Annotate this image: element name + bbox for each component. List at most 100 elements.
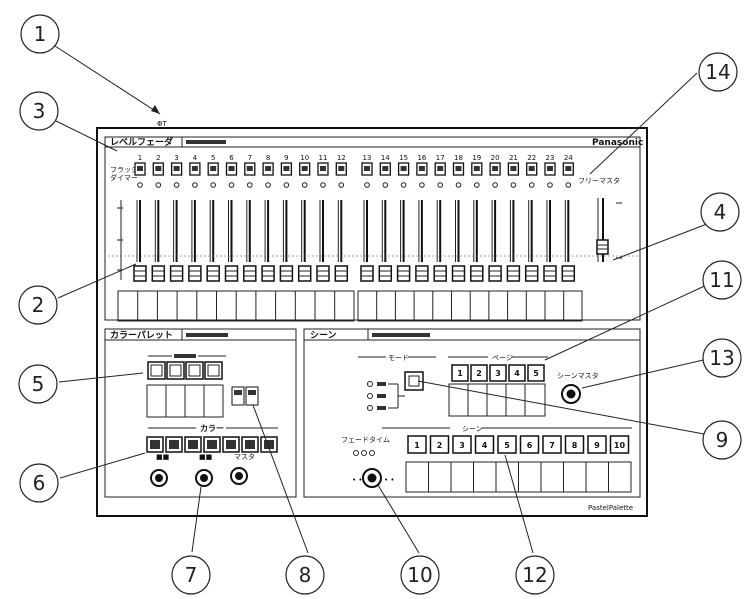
leader-lines: [54, 45, 713, 554]
page-label-boxes: [448, 383, 546, 417]
fader-knob[interactable]: [224, 265, 239, 282]
svg-text:5: 5: [32, 372, 45, 396]
channel-led: [382, 182, 389, 188]
page-button-2[interactable]: 2: [470, 364, 488, 382]
fader-knob[interactable]: [524, 265, 539, 282]
page-button-1[interactable]: 1: [451, 364, 469, 382]
scene-button-5[interactable]: 5: [497, 435, 517, 454]
svg-text:1: 1: [457, 369, 463, 378]
scene-button-4[interactable]: 4: [474, 435, 495, 454]
channel-number: 21: [509, 154, 518, 162]
callout-7: 7: [171, 555, 211, 595]
top-left-label: ΦT: [157, 120, 168, 128]
scene-section: [303, 328, 641, 498]
svg-text:8: 8: [299, 563, 312, 587]
svg-text:• •: • •: [384, 476, 394, 484]
channel-led: [419, 182, 425, 188]
fader-knob[interactable]: [261, 265, 275, 282]
channel-number: 9: [284, 154, 288, 162]
svg-text:• •: • •: [352, 476, 362, 484]
fader-knob[interactable]: [334, 265, 349, 282]
scene-title: シーン: [310, 330, 337, 341]
fader-knob[interactable]: [396, 265, 411, 282]
fader-knob[interactable]: [206, 265, 220, 282]
channel-number: 13: [363, 154, 372, 162]
color-label: カラー: [200, 424, 224, 433]
channel-led: [247, 182, 253, 188]
fader-knob[interactable]: [133, 265, 147, 282]
channel-number: 6: [229, 154, 234, 162]
svg-text:9: 9: [594, 441, 600, 450]
channel-number: 15: [399, 154, 408, 162]
fader-knob[interactable]: [451, 265, 466, 282]
fader-knob[interactable]: [297, 265, 312, 282]
fader-knob[interactable]: [543, 265, 557, 282]
channel-led: [265, 182, 271, 188]
channel-number: 4: [193, 154, 198, 162]
scene-button-2[interactable]: 2: [429, 435, 450, 454]
svg-text:2: 2: [476, 369, 482, 378]
svg-text:3: 3: [495, 369, 501, 378]
palette-button[interactable]: [147, 361, 166, 380]
svg-text:8: 8: [572, 441, 578, 450]
fader-knob[interactable]: [316, 265, 330, 282]
svg-text:7: 7: [185, 563, 198, 587]
fader-knob[interactable]: [378, 265, 393, 282]
palette-memory-buttons: [147, 361, 223, 380]
free-master-label: フリーマスタ: [578, 176, 620, 185]
scene-button-6[interactable]: 6: [519, 435, 540, 454]
fader-knob[interactable]: [561, 265, 576, 282]
scene-button-1[interactable]: 1: [407, 435, 427, 454]
fader-knob[interactable]: [470, 265, 484, 282]
channel-number: 19: [472, 154, 481, 162]
fader-knob[interactable]: [243, 265, 257, 282]
fader-knob[interactable]: [188, 265, 202, 282]
channel-led: [528, 182, 535, 188]
fade-time-knob-group: • • • •: [352, 468, 394, 488]
scene-button-10[interactable]: 10: [609, 435, 630, 454]
palette-label-boxes: [146, 384, 224, 418]
channel-led: [338, 182, 345, 188]
scene-button-9[interactable]: 9: [587, 435, 607, 454]
channel-led: [210, 182, 216, 188]
scene-button-8[interactable]: 8: [564, 435, 585, 454]
fader-knob[interactable]: [433, 265, 447, 282]
fader-channel-20: 20: [488, 154, 502, 282]
fader-channel-9: 9: [279, 154, 294, 282]
channel-led: [137, 182, 143, 188]
channel-number: 2: [156, 154, 160, 162]
channel-led: [510, 182, 517, 188]
palette-button[interactable]: [185, 361, 204, 380]
svg-text:1: 1: [414, 441, 420, 450]
fader-channel-5: 5: [206, 154, 220, 282]
page-button-4[interactable]: 4: [508, 364, 526, 382]
svg-text:11: 11: [709, 268, 734, 292]
scene-button-3[interactable]: 3: [452, 435, 472, 454]
fader-knob[interactable]: [360, 265, 374, 282]
copy-buttons[interactable]: [231, 386, 259, 406]
callout-10: 10: [400, 555, 440, 595]
fader-knob[interactable]: [169, 265, 184, 282]
fader-label-boxes: [117, 290, 583, 322]
channel-number: 18: [454, 154, 463, 162]
channel-number: 8: [266, 154, 270, 162]
scene-button-7[interactable]: 7: [542, 435, 562, 454]
svg-text:3: 3: [33, 99, 46, 123]
palette-button[interactable]: [166, 361, 185, 380]
fader-knob[interactable]: [279, 265, 294, 282]
mode-label: モード: [388, 354, 409, 362]
fader-knob[interactable]: [151, 265, 166, 282]
fader-knob[interactable]: [506, 265, 521, 282]
free-master-fader[interactable]: [596, 198, 622, 262]
callout-14: 14: [698, 52, 738, 92]
scene-row-label: シーン: [462, 425, 483, 433]
fader-channel-15: 15: [396, 154, 411, 282]
channel-number: 5: [211, 154, 215, 162]
fader-knob[interactable]: [488, 265, 502, 282]
page-button-5[interactable]: 5: [527, 364, 545, 382]
channel-number: 7: [248, 154, 252, 162]
fader-knob[interactable]: [415, 265, 429, 282]
page-button-3[interactable]: 3: [489, 364, 507, 382]
palette-button[interactable]: [204, 361, 223, 380]
